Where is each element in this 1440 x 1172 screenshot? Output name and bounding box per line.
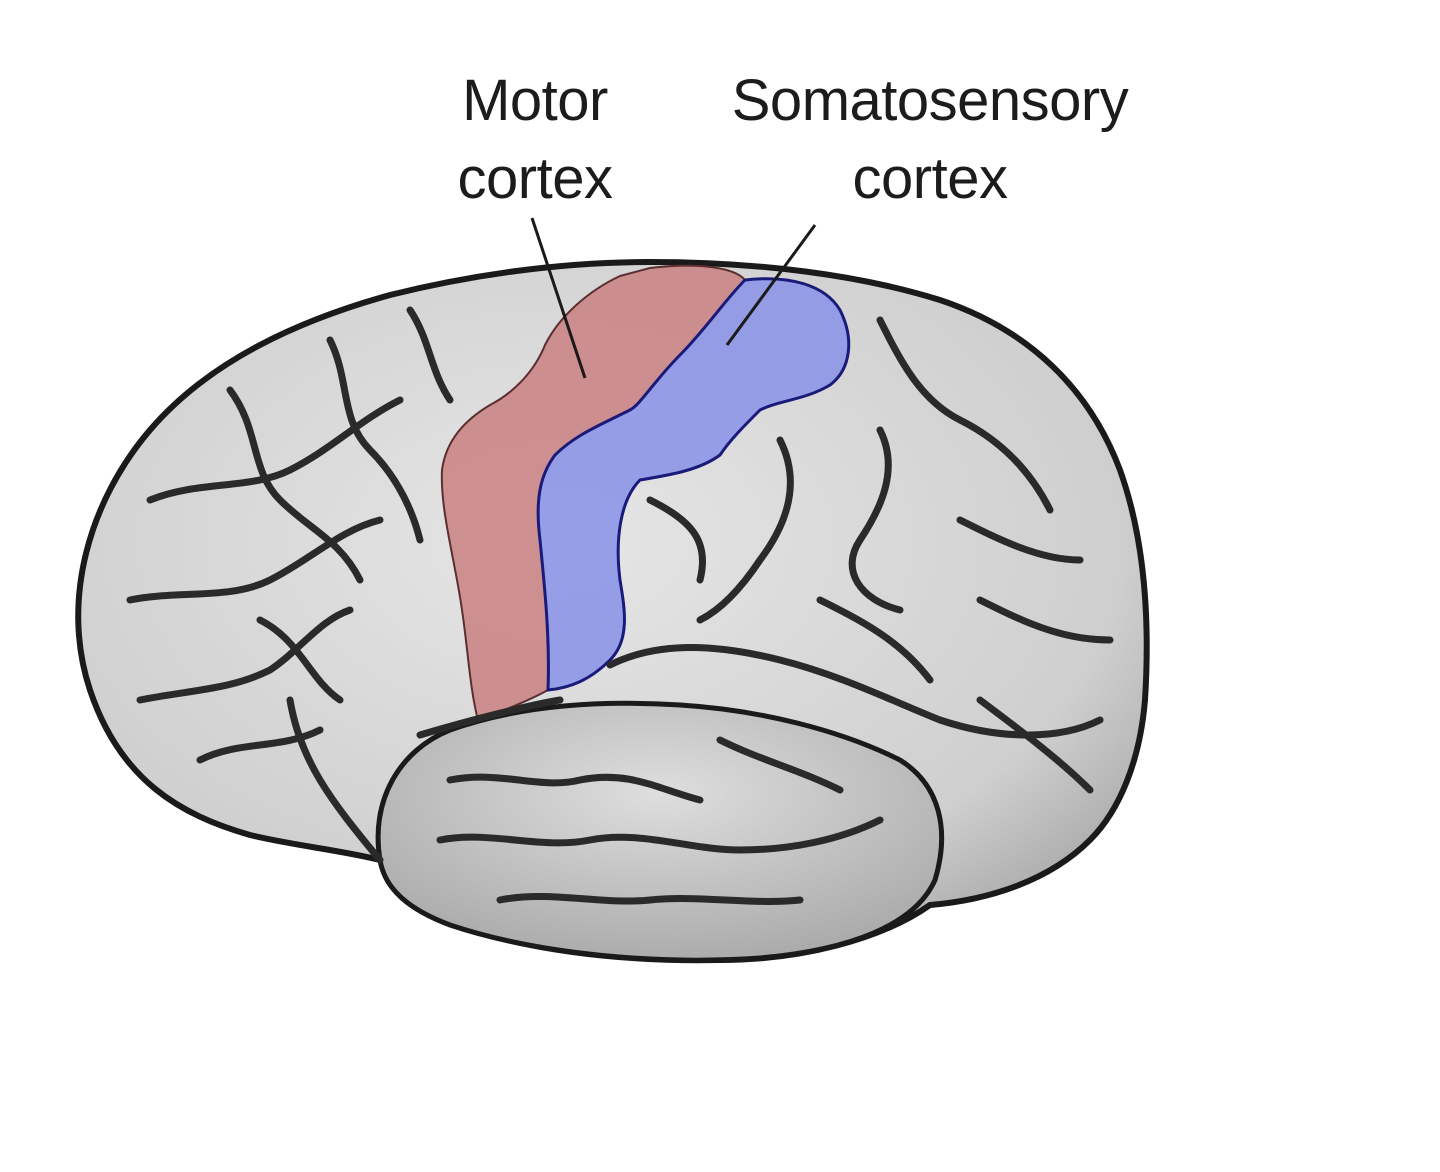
somatosensory-cortex-label: Somatosensory cortex xyxy=(690,62,1170,218)
somatosensory-leader-line xyxy=(725,224,817,346)
motor-cortex-label-line1: Motor xyxy=(462,68,608,133)
somatosensory-cortex-label-line2: cortex xyxy=(852,146,1008,211)
motor-leader-line xyxy=(530,217,587,379)
brain-sulci xyxy=(126,306,1114,905)
somatosensory-cortex-region xyxy=(536,277,851,692)
motor-cortex-label: Motor cortex xyxy=(420,62,650,218)
motor-cortex-label-line2: cortex xyxy=(457,146,613,211)
somatosensory-cortex-label-line1: Somatosensory xyxy=(731,68,1129,133)
